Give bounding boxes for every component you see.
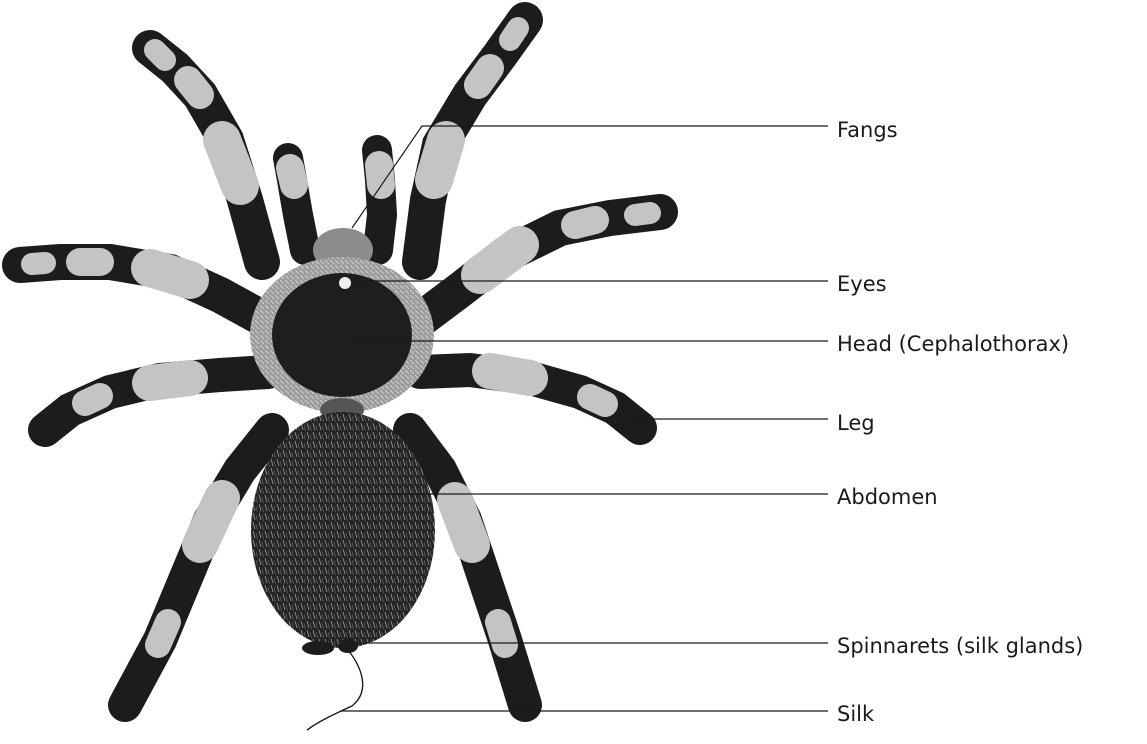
- label-eyes: Eyes: [837, 272, 887, 296]
- cephalothorax: [272, 273, 412, 397]
- leg-lower-right: [420, 370, 640, 428]
- label-head: Head (Cephalothorax): [837, 332, 1069, 356]
- label-fangs: Fangs: [837, 118, 898, 142]
- leg-rear-left: [125, 430, 272, 705]
- eye-tubercle: [339, 277, 351, 289]
- leg-upper-right: [420, 20, 525, 262]
- silk-thread: [307, 650, 363, 730]
- leg-mid-left: [20, 262, 262, 318]
- label-spinnarets: Spinnarets (silk glands): [837, 634, 1083, 658]
- spinneret-left: [302, 641, 334, 655]
- label-leg: Leg: [837, 411, 875, 435]
- label-abdomen: Abdomen: [837, 485, 938, 509]
- label-silk: Silk: [837, 702, 874, 726]
- leg-upper-left: [150, 48, 262, 262]
- leg-mid-right: [420, 212, 660, 320]
- leg-lower-left: [45, 372, 268, 430]
- abdomen-shape: [251, 412, 435, 648]
- body: [250, 228, 435, 730]
